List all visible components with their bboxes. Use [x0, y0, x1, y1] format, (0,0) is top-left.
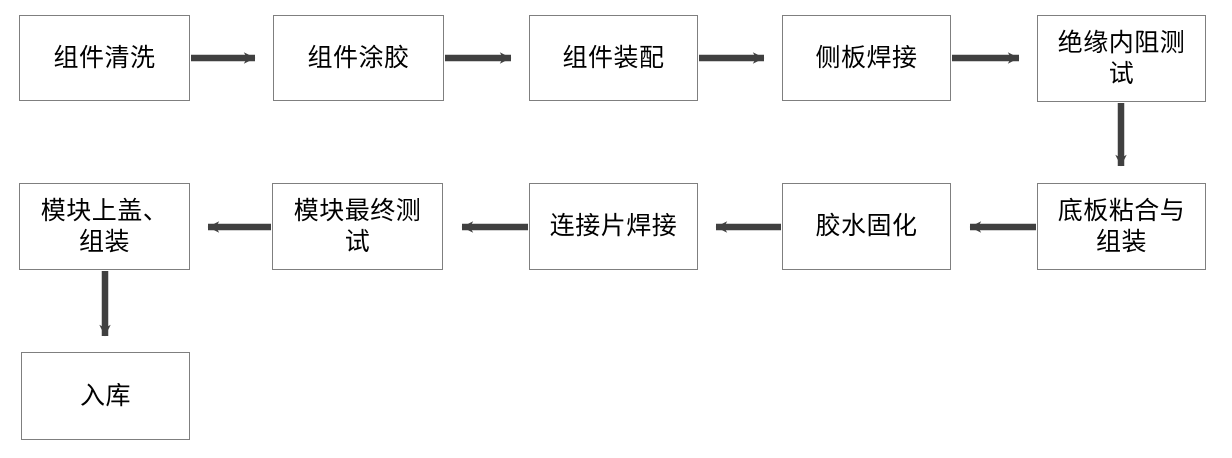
- node-label: 组件清洗: [53, 42, 156, 72]
- process-node-glue-curing[interactable]: 胶水固化: [782, 183, 951, 270]
- process-node-component-assembly[interactable]: 组件装配: [529, 15, 698, 101]
- node-label: 组件涂胶: [307, 42, 410, 72]
- process-node-base-plate-bonding-assembly[interactable]: 底板粘合与 组装: [1037, 183, 1206, 270]
- node-label: 模块上盖、 组装: [40, 196, 169, 256]
- process-node-module-final-test[interactable]: 模块最终测 试: [272, 183, 443, 270]
- process-node-connector-welding[interactable]: 连接片焊接: [529, 183, 698, 270]
- process-node-warehousing[interactable]: 入库: [21, 352, 190, 440]
- node-label: 底板粘合与 组装: [1057, 196, 1186, 256]
- node-label: 模块最终测 试: [293, 196, 422, 256]
- process-node-insulation-resistance-test[interactable]: 绝缘内阻测 试: [1037, 15, 1206, 102]
- node-label: 胶水固化: [815, 211, 918, 241]
- node-label: 绝缘内阻测 试: [1057, 28, 1186, 88]
- process-node-component-cleaning[interactable]: 组件清洗: [19, 15, 190, 101]
- process-node-module-top-cover-assembly[interactable]: 模块上盖、 组装: [19, 183, 190, 270]
- process-node-side-plate-welding[interactable]: 侧板焊接: [782, 15, 951, 101]
- node-label: 入库: [79, 380, 131, 410]
- node-label: 侧板焊接: [815, 42, 918, 72]
- node-label: 组件装配: [562, 42, 665, 72]
- node-label: 连接片焊接: [549, 211, 678, 241]
- process-node-component-gluing[interactable]: 组件涂胶: [273, 15, 444, 101]
